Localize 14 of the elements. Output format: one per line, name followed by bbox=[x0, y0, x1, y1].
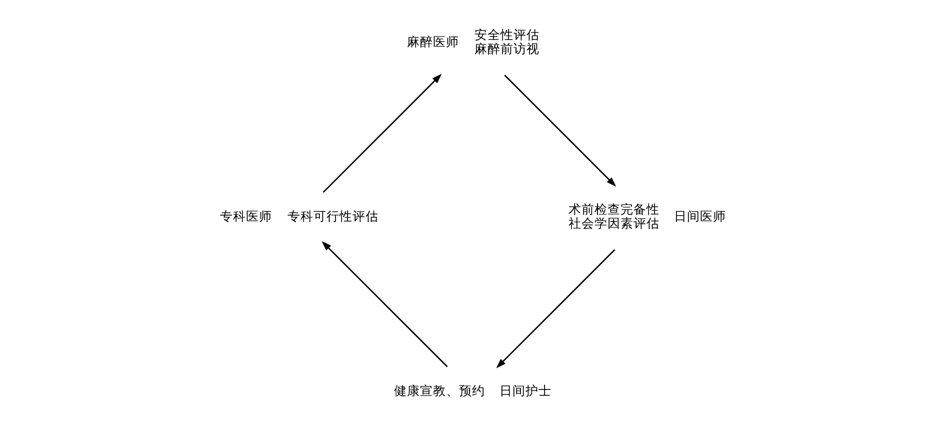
arrow bbox=[322, 241, 448, 368]
node-label: 术前检查完备性 bbox=[568, 202, 660, 217]
node-label: 麻醉前访视 bbox=[474, 41, 540, 56]
arrow bbox=[496, 249, 616, 368]
node-text: 专科医师 bbox=[220, 208, 272, 224]
node-label: 安全性评估 bbox=[474, 27, 540, 42]
node-text: 麻醉医师 bbox=[406, 34, 459, 50]
node-text: 日间护士 bbox=[500, 383, 552, 398]
arrow bbox=[504, 74, 616, 187]
node-label: 健康宣教、预约 bbox=[394, 383, 486, 398]
node-label: 社会学因素评估 bbox=[568, 216, 660, 231]
arrow bbox=[322, 74, 442, 193]
node-text: 日间医师 bbox=[674, 208, 726, 224]
node-label: 专科可行性评估 bbox=[288, 208, 379, 224]
